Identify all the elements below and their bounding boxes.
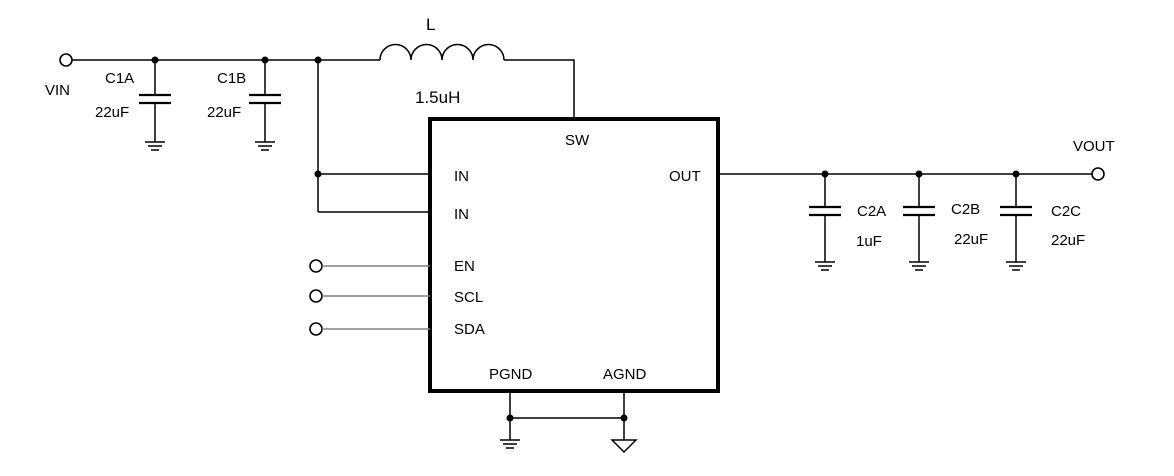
junction-dot <box>261 56 269 64</box>
vout-label: VOUT <box>1073 138 1115 155</box>
inductor-ref: L <box>426 15 435 34</box>
junction-dot <box>1012 170 1020 178</box>
c2a-ref: C2A <box>857 203 886 220</box>
pin-in1-label: IN <box>454 168 469 185</box>
capacitor-c1a <box>139 60 171 151</box>
inductor-value: 1.5uH <box>415 88 460 107</box>
pin-sw-label: SW <box>565 132 590 149</box>
pin-pgnd-label: PGND <box>489 366 533 383</box>
inductor-coil <box>379 43 505 61</box>
c2a-value: 1uF <box>856 233 882 250</box>
capacitor-c2b <box>903 174 935 271</box>
capacitor-c2a <box>809 174 841 271</box>
scl-terminal[interactable] <box>309 289 323 303</box>
junction-dot <box>620 414 628 422</box>
pin-sda-label: SDA <box>454 321 485 338</box>
c1a-ref: C1A <box>105 70 134 87</box>
vin-label: VIN <box>45 82 70 99</box>
en-terminal[interactable] <box>309 259 323 273</box>
capacitor-c2c <box>1000 174 1032 271</box>
analog-ground-symbol <box>610 439 638 454</box>
c2c-ref: C2C <box>1051 203 1081 220</box>
pin-agnd-label: AGND <box>603 366 647 383</box>
junction-dot <box>506 414 514 422</box>
sda-terminal[interactable] <box>309 322 323 336</box>
junction-dot <box>151 56 159 64</box>
vin-terminal[interactable] <box>59 53 73 67</box>
c1a-value: 22uF <box>95 104 129 121</box>
pin-in2-label: IN <box>454 206 469 223</box>
junction-dot <box>821 170 829 178</box>
pin-en-label: EN <box>454 258 475 275</box>
power-ground-symbol <box>500 439 520 449</box>
c2b-value: 22uF <box>954 231 988 248</box>
pin-out-label: OUT <box>669 168 701 185</box>
c1b-ref: C1B <box>217 70 246 87</box>
junction-dot <box>915 170 923 178</box>
c2b-ref: C2B <box>951 201 980 218</box>
c2c-value: 22uF <box>1051 232 1085 249</box>
capacitor-c1b <box>249 60 281 151</box>
sw-wire <box>504 59 575 119</box>
c1b-value: 22uF <box>207 104 241 121</box>
ic-body <box>428 117 720 393</box>
pin-scl-label: SCL <box>454 289 483 306</box>
vout-terminal[interactable] <box>1091 167 1105 181</box>
